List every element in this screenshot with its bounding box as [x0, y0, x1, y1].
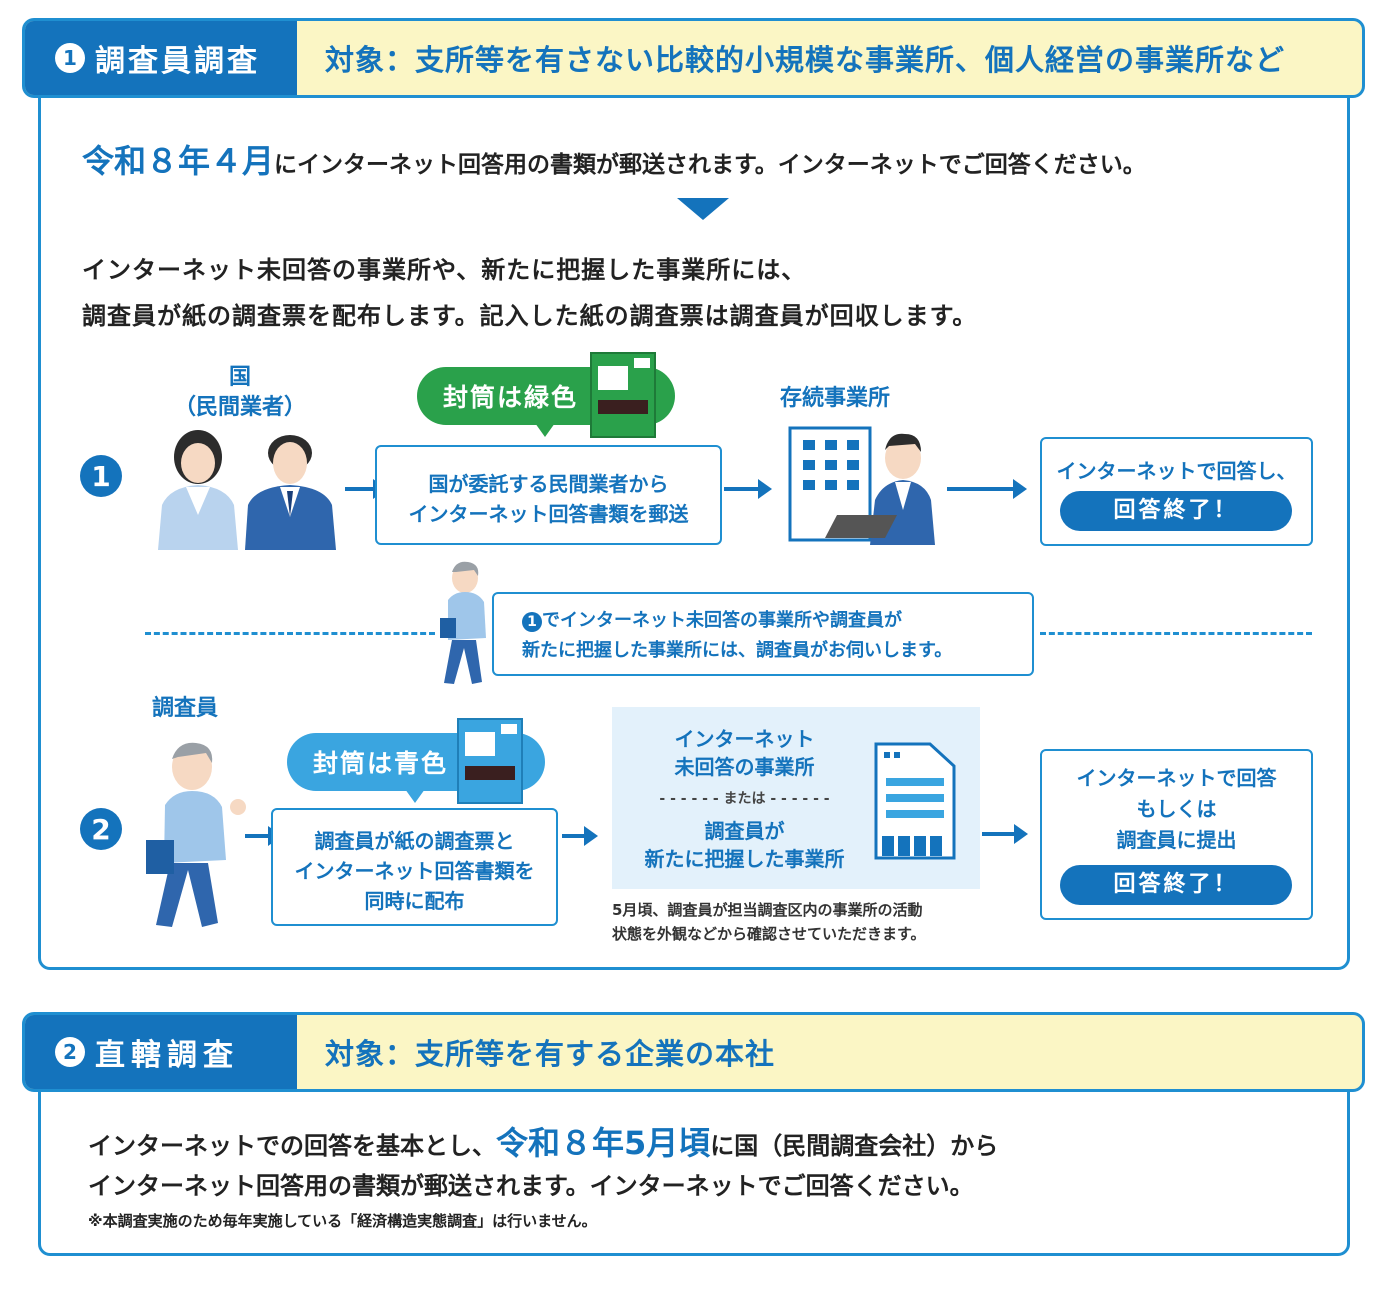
step2-number: 2: [80, 808, 122, 850]
surveyor-illustration: [146, 742, 246, 927]
visit-note-num: 1: [522, 612, 542, 632]
step2-result-line1: インターネットで回答: [1076, 766, 1277, 790]
green-envelope-icon: [590, 352, 656, 438]
target-line4: 新たに把握した事業所: [644, 847, 845, 871]
section1-header: 1 調査員調査 対象：支所等を有さない比較的小規模な事業所、個人経営の事業所など: [22, 18, 1365, 98]
step1-box: 国が委託する民間業者から インターネット回答書類を郵送: [375, 445, 722, 545]
survey-note: 5月頃、調査員が担当調査区内の事業所の活動 状態を外観などから確認させていただき…: [612, 898, 926, 946]
section1-title: 調査員調査: [95, 44, 260, 79]
arrow-row1-c: [947, 479, 1027, 499]
section1-target: 対象：支所等を有さない比較的小規模な事業所、個人経営の事業所など: [325, 43, 1286, 77]
step2-box-line1: 調査員が紙の調査票と: [314, 829, 515, 853]
section2-date-highlight: 令和８年5月頃: [496, 1124, 711, 1162]
walking-surveyor-small-illustration: [440, 561, 486, 684]
survey-note-line2: 状態を外観などから確認させていただきます。: [612, 925, 926, 943]
country-label-line2: （民間業者）: [173, 395, 306, 420]
blue-envelope-icon: [457, 718, 523, 804]
section2-footnote: ※本調査実施のため毎年実施している「経済構造実態調査」は行いません。: [88, 1212, 597, 1230]
arrow-row1-b: [724, 479, 772, 499]
existing-office-label: 存続事業所: [780, 386, 891, 411]
section2-line1-a: インターネットでの回答を基本とし、: [88, 1132, 496, 1160]
visit-note-line2: 新たに把握した事業所には、調査員がお伺いします。: [522, 640, 953, 661]
target-panel: インターネット 未回答の事業所 - - - - - - または - - - - …: [612, 707, 980, 889]
surveyor-label: 調査員: [151, 696, 218, 721]
visit-note-line1-text: でインターネット未回答の事業所や調査員が: [542, 610, 902, 631]
section2-line2: インターネット回答用の書類が郵送されます。インターネットでご回答ください。: [88, 1172, 974, 1200]
envelope-blue-label: 封筒は青色: [313, 749, 449, 778]
step2-result-line2: もしくは: [1136, 797, 1217, 821]
target-line2: 未回答の事業所: [674, 755, 815, 779]
step1-result-box: インターネットで回答し、 回答終了！: [1040, 437, 1313, 546]
envelope-green-label: 封筒は緑色: [443, 383, 579, 412]
step1-box-line1: 国が委託する民間業者から: [428, 472, 669, 496]
or-separator: - - - - - - または - - - - - -: [659, 791, 830, 807]
step2-result-text: インターネットで回答 もしくは 調査員に提出: [1042, 763, 1311, 856]
section1-number-badge: 1: [55, 43, 85, 73]
step1-box-line2: インターネット回答書類を郵送: [408, 502, 689, 526]
section1-tab: 1 調査員調査: [25, 21, 297, 95]
target-line1: インターネット: [674, 727, 815, 751]
section2-line1-b: に国（民間調査会社）から: [710, 1132, 999, 1160]
step1-number: 1: [80, 455, 122, 497]
finish1-pill: 回答終了！: [1060, 491, 1292, 531]
finish2-pill: 回答終了！: [1060, 865, 1292, 905]
divider-right: [1040, 632, 1312, 635]
office-worker-illustration: [788, 426, 935, 545]
step2-box-line3: 同時に配布: [364, 889, 465, 913]
step2-result-line3: 調査員に提出: [1116, 828, 1237, 852]
section1-desc-line2: 調査員が紙の調査票を配布します。記入した紙の調査票は調査員が回収します。: [82, 302, 978, 330]
section2-line1: インターネットでの回答を基本とし、令和８年5月頃に国（民間調査会社）から: [88, 1118, 998, 1164]
section2-tab: 2 直轄調査: [25, 1015, 297, 1089]
arrow-row2-b: [562, 826, 598, 846]
section2-frame: [38, 1066, 1350, 1256]
intro-text: にインターネット回答用の書類が郵送されます。インターネットでご回答ください。: [274, 152, 1146, 178]
step2-box: 調査員が紙の調査票と インターネット回答書類を 同時に配布: [271, 808, 558, 926]
section2-target: 対象：支所等を有する企業の本社: [325, 1037, 776, 1071]
target-panel-text: インターネット 未回答の事業所 - - - - - - または - - - - …: [612, 725, 877, 873]
section1-intro: 令和８年４月にインターネット回答用の書類が郵送されます。インターネットでご回答く…: [82, 136, 1146, 182]
down-arrow: [677, 198, 729, 220]
officials-illustration: [158, 430, 336, 550]
arrow-row2-c: [982, 824, 1028, 844]
arrow-row1-a: [345, 479, 387, 499]
section2-header: 2 直轄調査 対象：支所等を有する企業の本社: [22, 1012, 1365, 1092]
country-label: 国 （民間業者）: [150, 363, 330, 423]
section2-number-badge: 2: [55, 1037, 85, 1067]
country-label-line1: 国: [228, 365, 251, 390]
step2-box-line2: インターネット回答書類を: [294, 859, 535, 883]
or-label: または: [723, 791, 766, 807]
step2-result-box: インターネットで回答 もしくは 調査員に提出 回答終了！: [1040, 749, 1313, 920]
arrow-row2-a: [245, 826, 282, 846]
section2-title: 直轄調査: [95, 1038, 239, 1073]
divider-left: [145, 632, 435, 635]
step1-result-text: インターネットで回答し、: [1056, 459, 1297, 483]
intro-date-highlight: 令和８年４月: [82, 142, 275, 180]
section1-desc-line1: インターネット未回答の事業所や、新たに把握した事業所には、: [82, 256, 807, 284]
building-icon: [874, 742, 956, 860]
target-line3: 調査員が: [704, 819, 785, 843]
survey-note-line1: 5月頃、調査員が担当調査区内の事業所の活動: [612, 901, 923, 919]
